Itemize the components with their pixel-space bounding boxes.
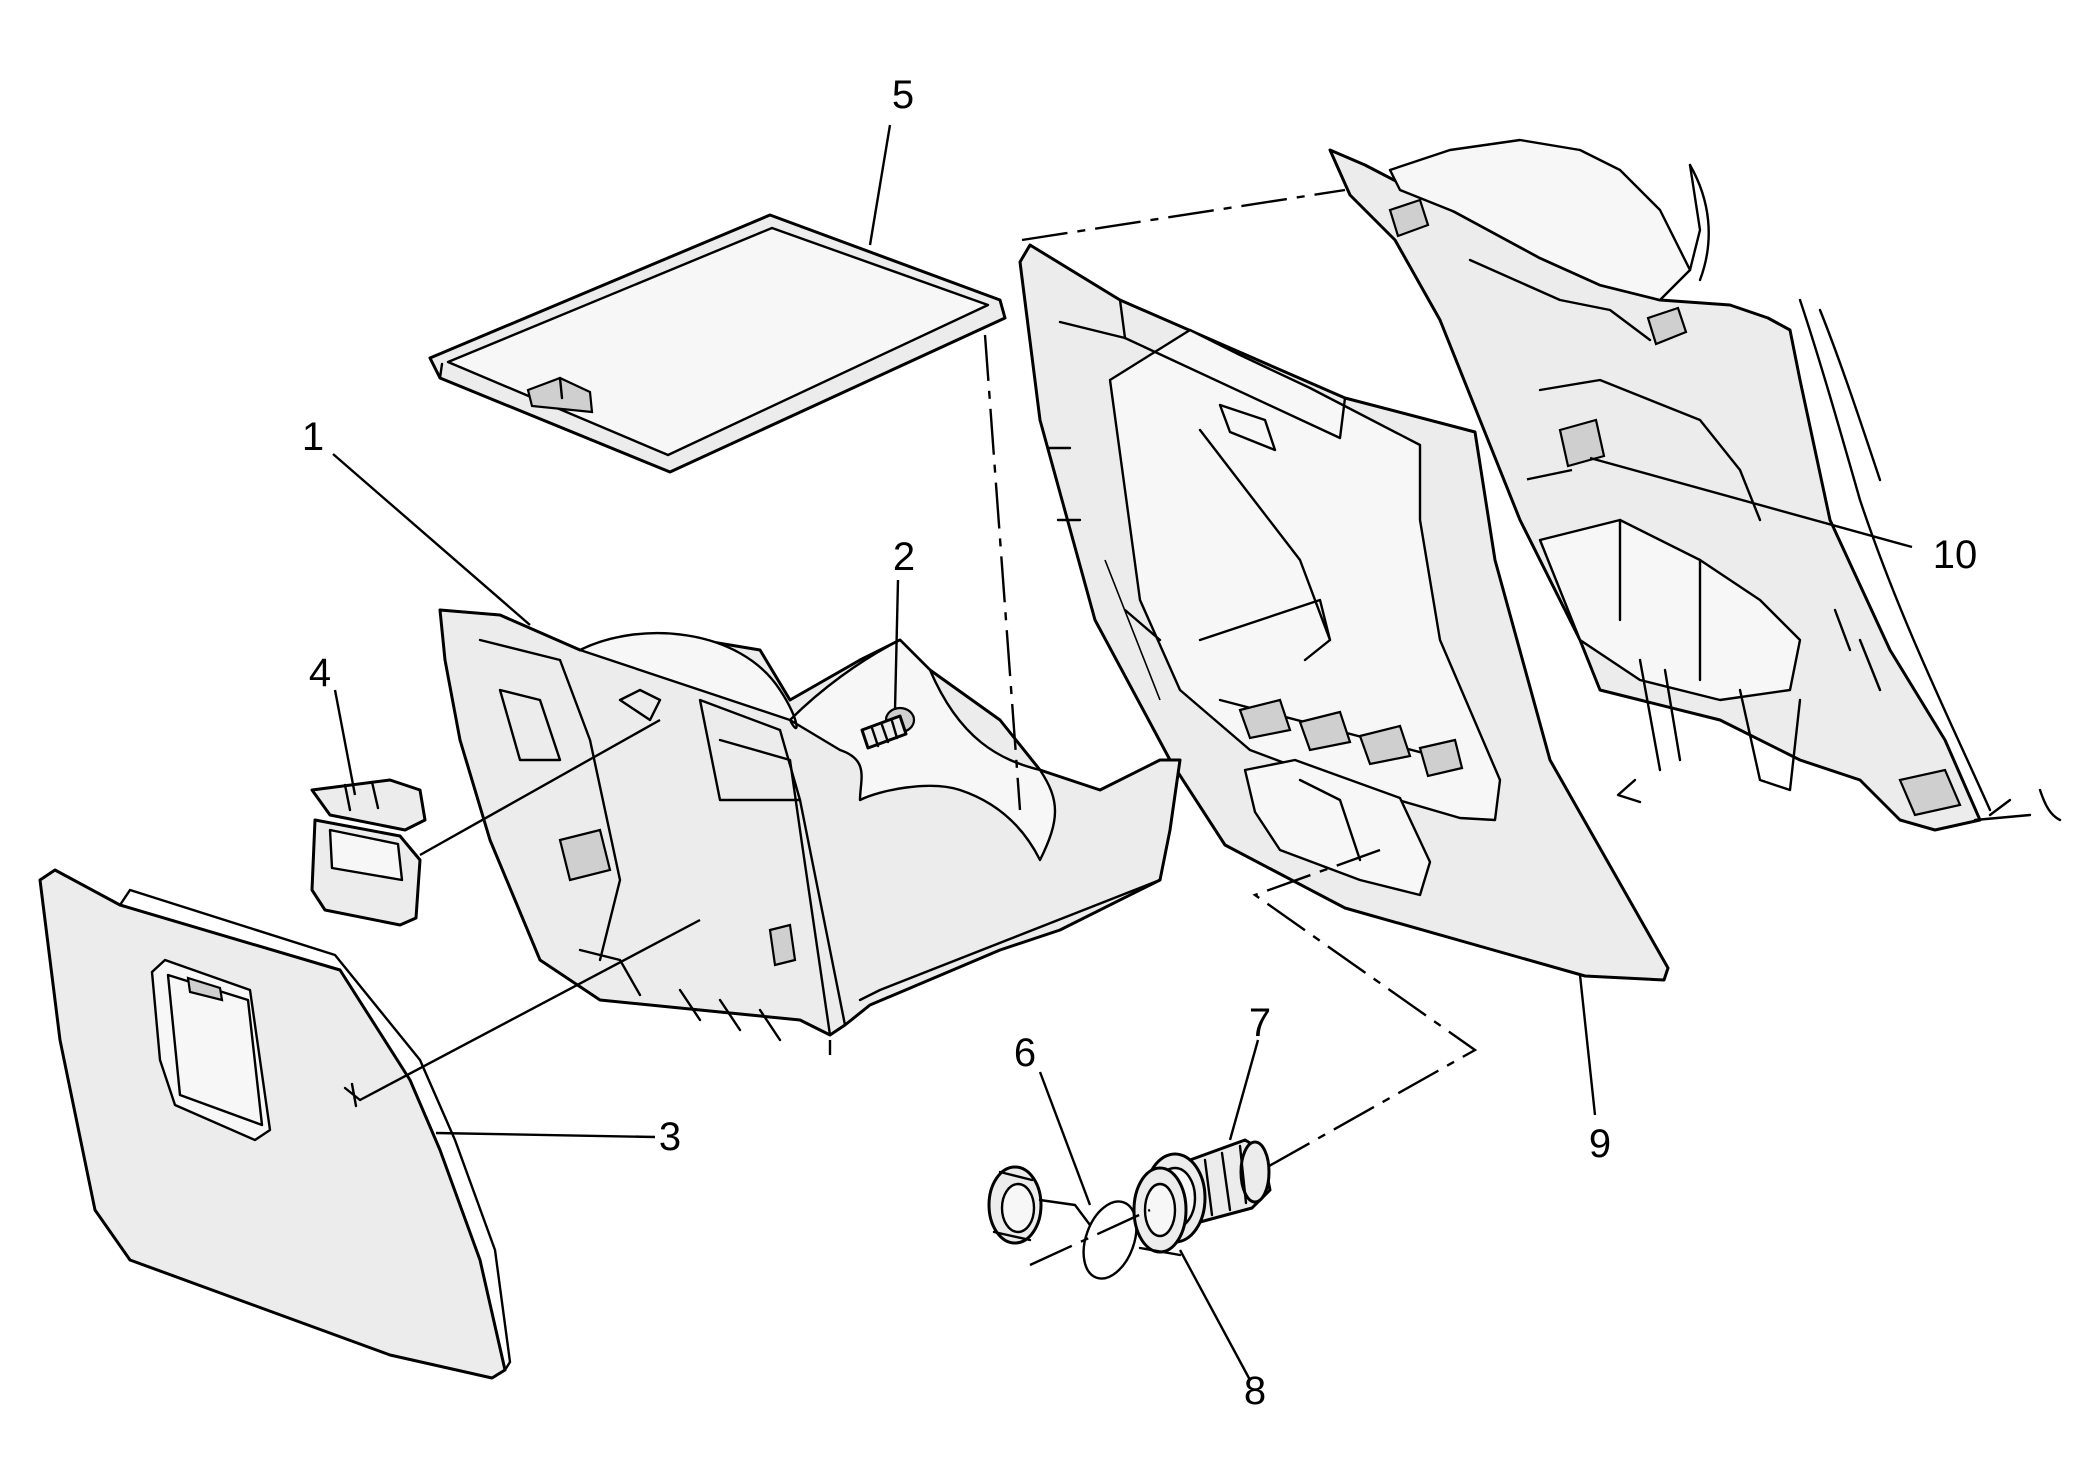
part-9-console-panel [1018,243,1670,982]
part-10-console-base [1328,138,2062,832]
callout-7: 7 [1249,1001,1271,1045]
part-4-latch [310,778,427,927]
callout-4: 4 [309,651,331,695]
part-8-retainer [1132,1166,1188,1257]
part-5-tray [428,213,1007,474]
callout-3: 3 [659,1115,681,1159]
callout-1: 1 [302,415,324,459]
callout-9: 9 [1589,1122,1611,1166]
callout-labels: 1 2 3 4 5 6 7 8 9 10 [302,73,1977,1413]
callout-8: 8 [1244,1369,1266,1413]
part-2-screw [860,706,916,750]
leader-lines [332,124,1913,1381]
callout-2: 2 [893,535,915,579]
callout-6: 6 [1014,1031,1036,1075]
callout-10: 10 [1933,533,1978,577]
phantom-lines [828,188,1573,1267]
part-6-seal-cap [987,1165,1138,1280]
part-1-housing [438,608,1182,1042]
callout-5: 5 [892,73,914,117]
part-3-door [38,868,512,1380]
